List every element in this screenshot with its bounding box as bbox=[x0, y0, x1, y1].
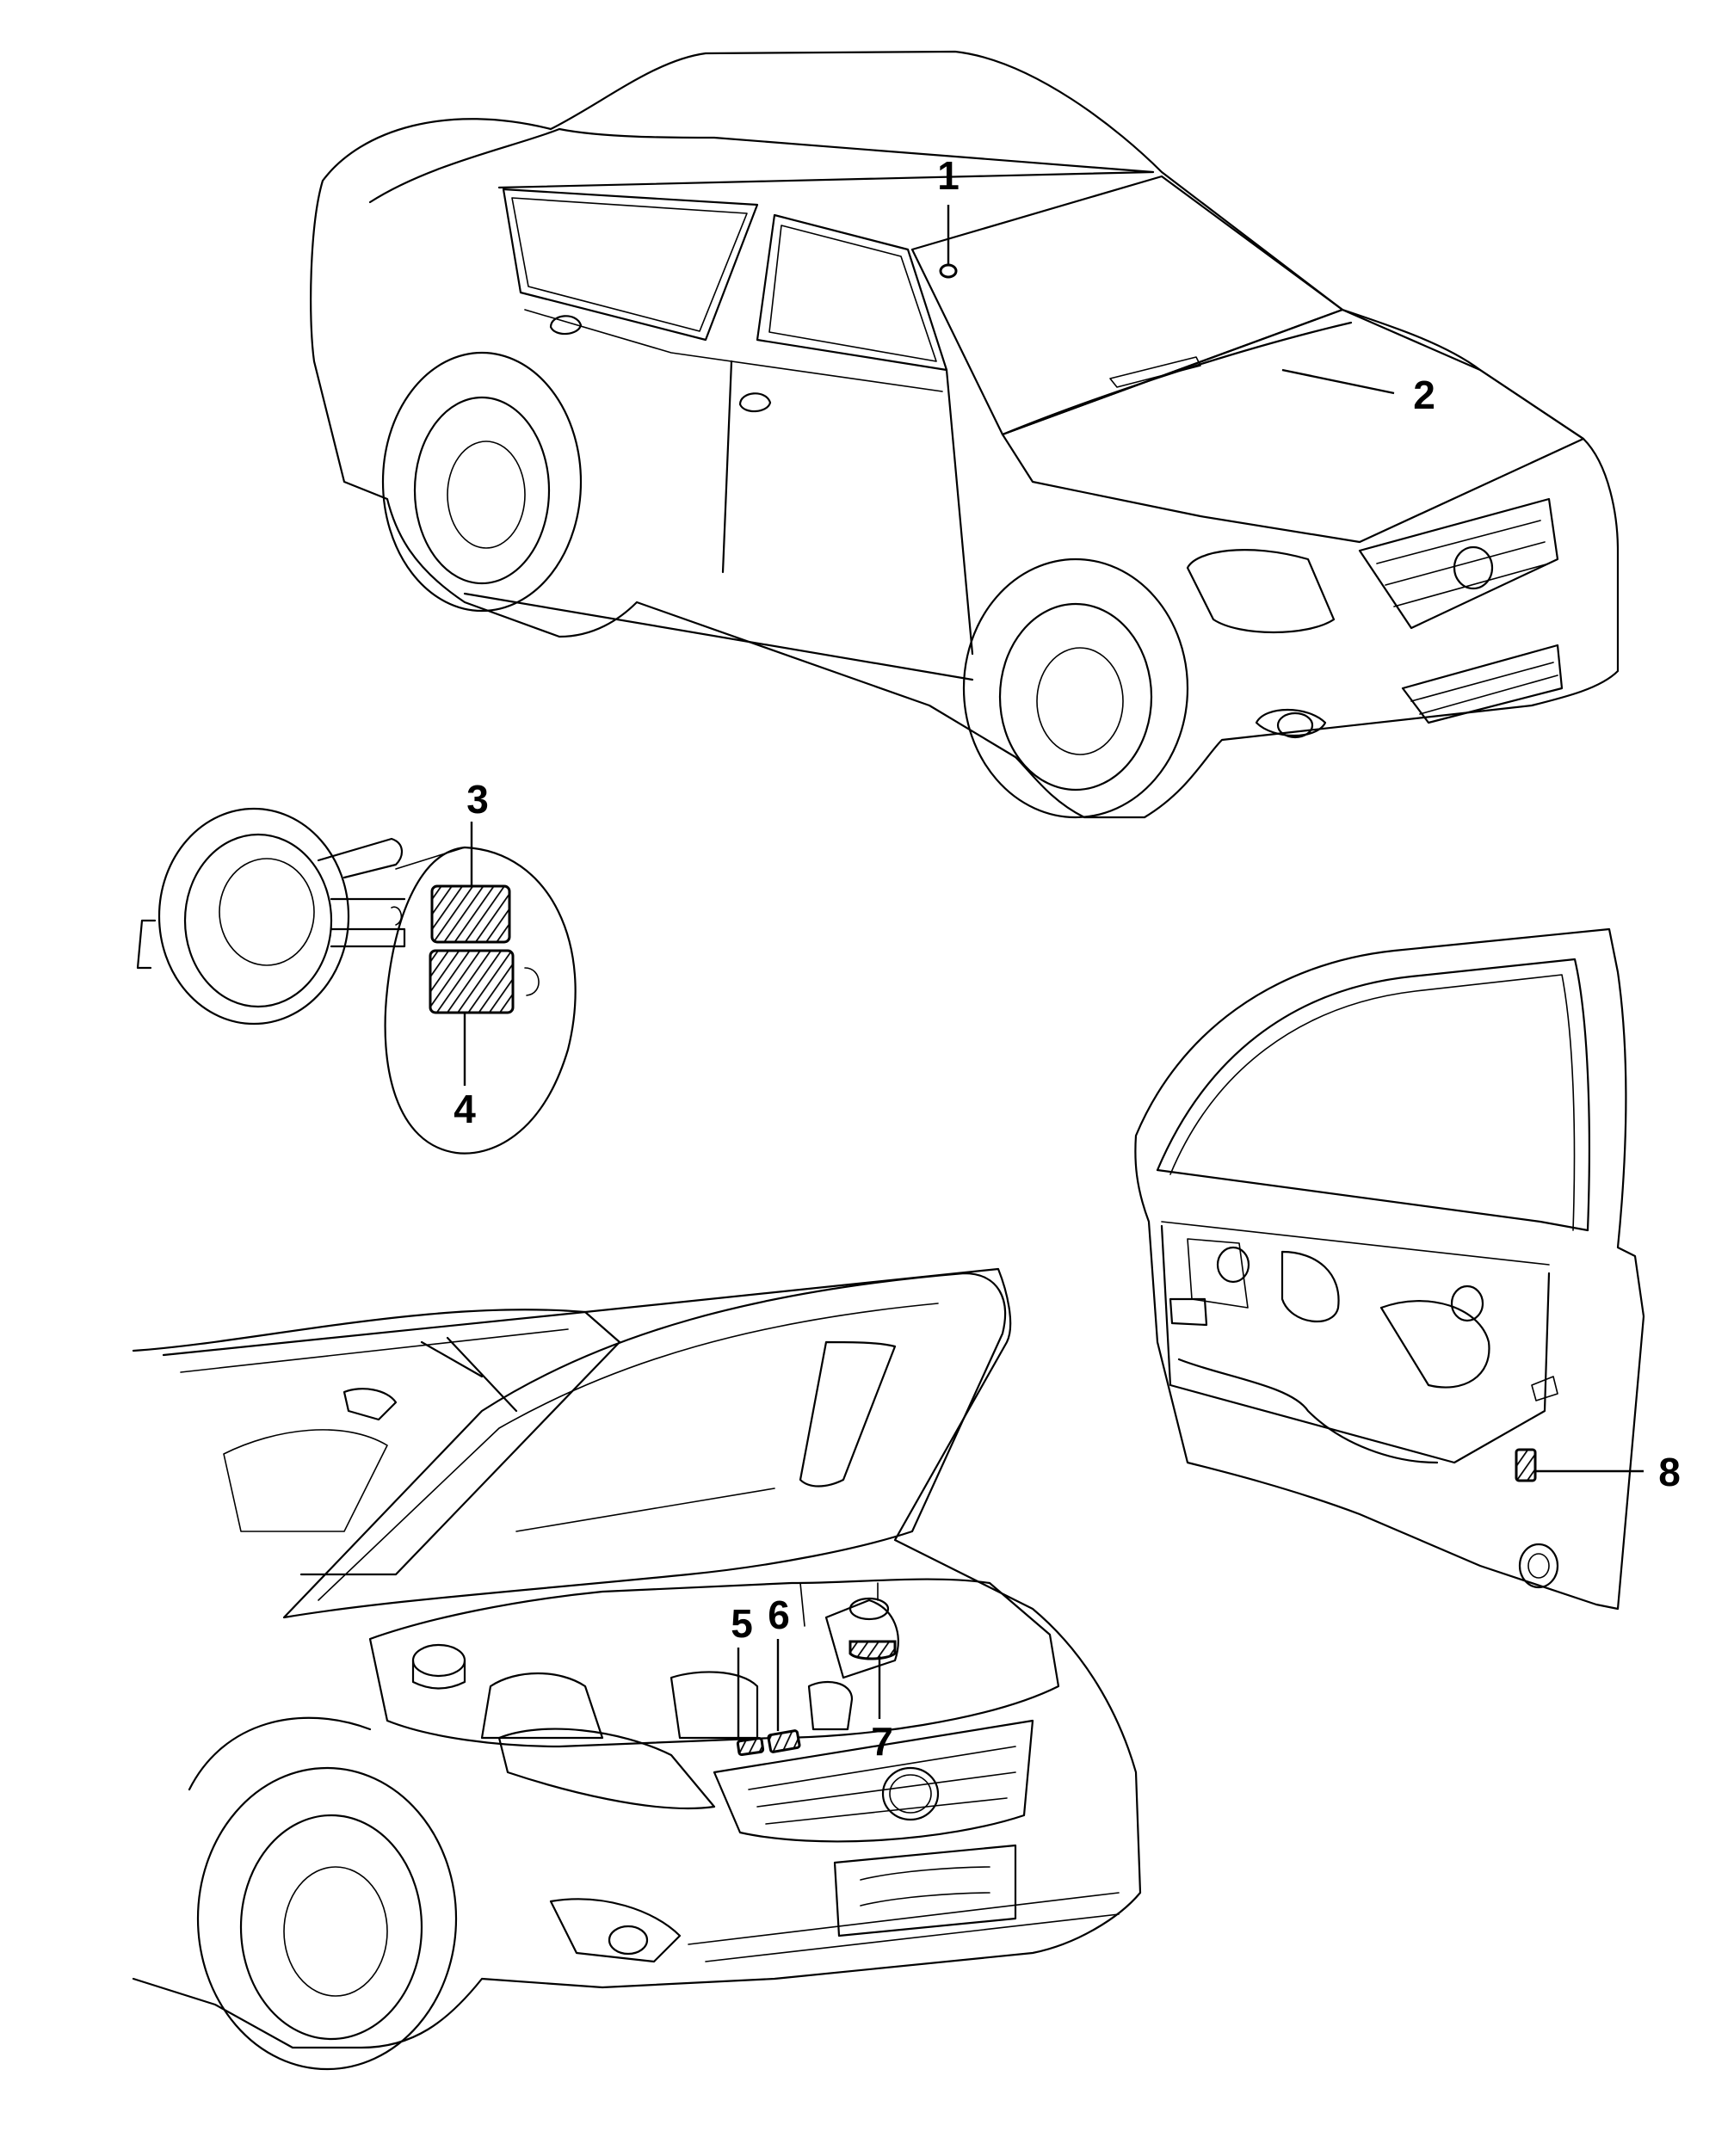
leader-line-2 bbox=[1281, 368, 1395, 395]
callout-6: 6 bbox=[768, 1592, 790, 1637]
fuel-flap-label-lower-mark bbox=[429, 949, 515, 1014]
callout-3: 3 bbox=[466, 777, 489, 822]
engine-bay-label-right-mark bbox=[767, 1729, 801, 1753]
callout-5: 5 bbox=[731, 1601, 753, 1646]
front-door-inner-view bbox=[1134, 927, 1645, 1611]
windscreen-label-mark bbox=[939, 263, 958, 279]
callout-8: 8 bbox=[1658, 1450, 1681, 1494]
callout-7: 7 bbox=[871, 1719, 893, 1764]
callout-1: 1 bbox=[937, 153, 960, 198]
fuel-filler-flap-view bbox=[136, 807, 577, 1155]
engine-bay-view bbox=[132, 1267, 1142, 2071]
engine-bay-label-left-mark bbox=[736, 1737, 765, 1756]
strut-tower-label-mark bbox=[848, 1640, 897, 1660]
callout-2: 2 bbox=[1413, 373, 1435, 417]
door-pillar-label-mark bbox=[1515, 1448, 1537, 1482]
leader-lines bbox=[463, 205, 1644, 1740]
callout-4: 4 bbox=[454, 1087, 476, 1131]
fuel-flap-label-upper-mark bbox=[430, 884, 511, 944]
car-overview-view bbox=[310, 50, 1620, 819]
callout-labels: 1 2 3 4 5 6 7 8 bbox=[454, 153, 1681, 1764]
